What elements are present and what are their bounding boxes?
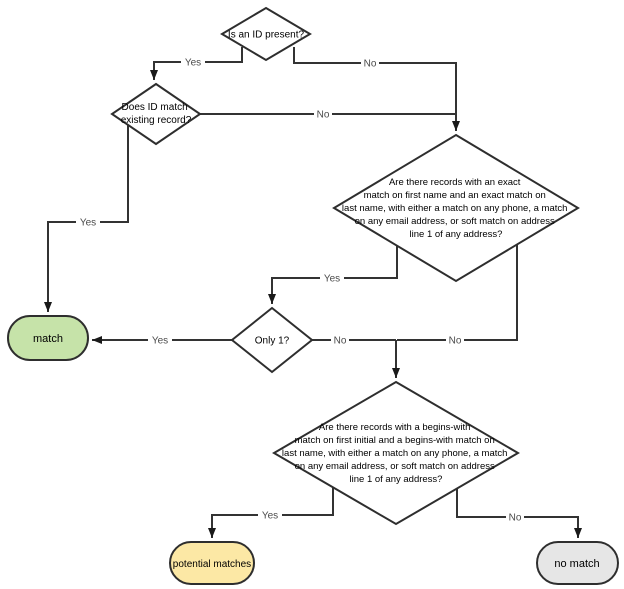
diamond-begins-with	[272, 380, 520, 526]
terminator-potential-matches	[169, 541, 255, 585]
edge-label-bg	[446, 334, 464, 346]
exact-match-label: Are there records with an exact match on…	[342, 177, 570, 240]
edge-label-yes: Yes	[152, 336, 168, 347]
edge-label-bg	[181, 56, 205, 68]
edge-label-bg	[76, 216, 100, 228]
edge-label-no: No	[509, 513, 522, 524]
edge-label-bg	[361, 57, 379, 69]
edge-label-bg	[320, 272, 344, 284]
diamond-exact-match	[332, 133, 580, 283]
potential-matches-label: potential matches	[173, 559, 251, 570]
edge-label-yes: Yes	[324, 274, 340, 285]
edge-exact-no	[397, 245, 518, 341]
node-only-one-decision: Only 1?	[230, 306, 314, 374]
terminator-no-match	[536, 541, 619, 585]
terminator-match	[7, 315, 89, 361]
diamond-only-one	[230, 306, 314, 374]
edge-label-bg	[506, 511, 524, 523]
edge-label-yes: Yes	[185, 58, 201, 69]
edge-label-bg	[331, 334, 349, 346]
id-present-label: Is an ID present?	[228, 30, 305, 41]
only-one-label: Only 1?	[255, 336, 290, 347]
begins-with-label: Are there records with a begins-with mat…	[282, 422, 510, 485]
node-no-match-terminal: no match	[536, 541, 619, 585]
match-label: match	[33, 333, 63, 345]
edge-label-yes: Yes	[262, 511, 278, 522]
node-match-terminal: match	[7, 315, 89, 361]
node-id-match-decision: Does ID match existing record?	[110, 82, 202, 146]
edge-label-no: No	[364, 59, 377, 70]
diamond-id-present	[220, 6, 312, 62]
edge-label-no: No	[334, 336, 347, 347]
edge-label-yes: Yes	[80, 218, 96, 229]
node-begins-with-decision: Are there records with a begins-with mat…	[272, 380, 520, 526]
edge-label-bg	[258, 509, 282, 521]
node-id-present-decision: Is an ID present?	[220, 6, 312, 62]
edge-label-bg	[148, 334, 172, 346]
edge-labels: Yes No No Yes Yes No Yes No Yes No	[76, 56, 524, 524]
no-match-label: no match	[554, 558, 599, 570]
edge-label-no: No	[449, 336, 462, 347]
diamond-id-match	[110, 82, 202, 146]
id-match-label: Does ID match existing record?	[121, 102, 192, 126]
node-potential-matches-terminal: potential matches	[169, 541, 255, 585]
node-exact-match-decision: Are there records with an exact match on…	[332, 133, 580, 283]
edge-label-no: No	[317, 110, 330, 121]
edge-label-bg	[314, 108, 332, 120]
